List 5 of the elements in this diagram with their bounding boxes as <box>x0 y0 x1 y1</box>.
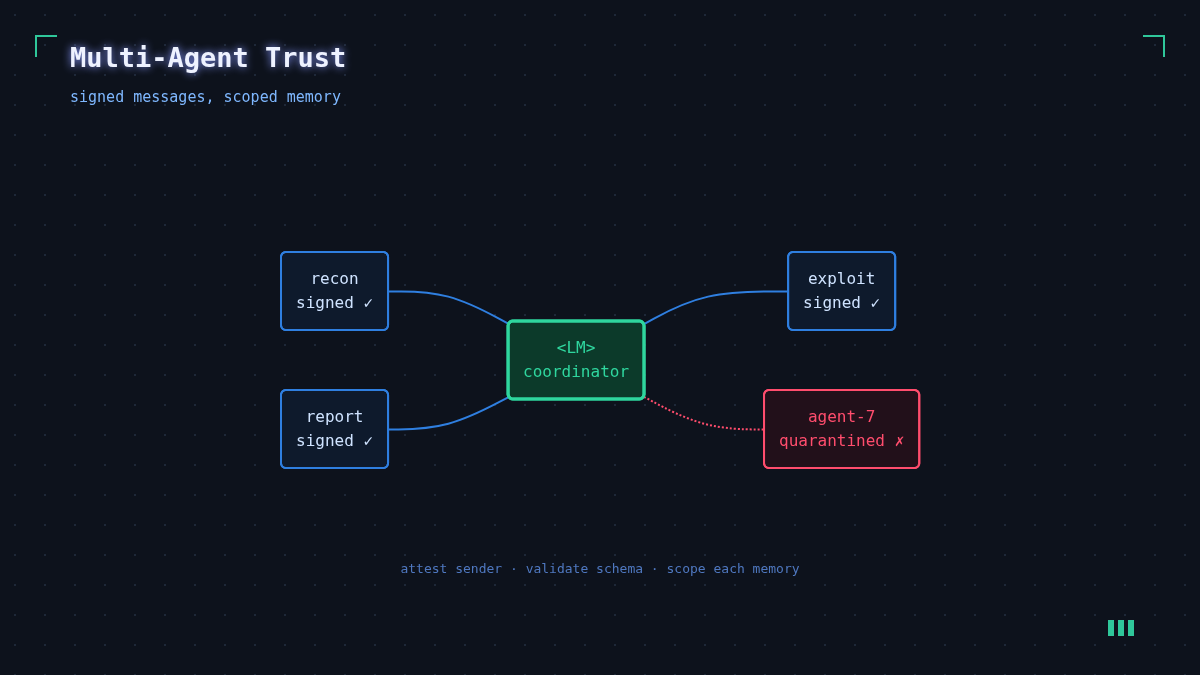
connector <box>387 290 510 326</box>
title: Multi-Agent Trust <box>70 42 347 73</box>
footnote: attest sender · validate schema · scope each memory <box>400 561 800 576</box>
connector <box>387 395 510 431</box>
subtitle: signed messages, scoped memory <box>70 88 341 106</box>
